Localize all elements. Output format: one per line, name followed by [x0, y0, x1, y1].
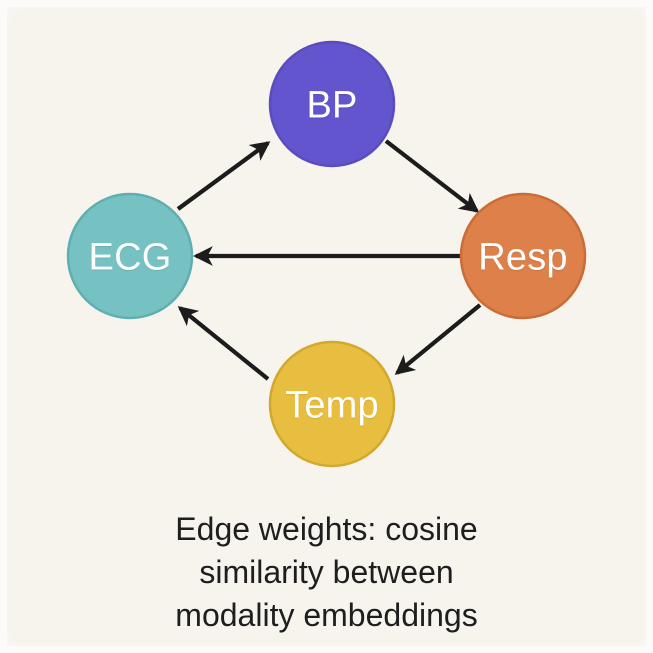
edge-layer	[176, 139, 482, 381]
node-layer	[66, 40, 587, 468]
node-label-resp: Resp	[478, 236, 568, 279]
node-label-ecg: ECG	[88, 236, 172, 279]
node-resp[interactable]	[459, 192, 587, 320]
edge-ecg-to-bp	[176, 141, 271, 211]
node-label-bp: BP	[306, 84, 358, 127]
edge-temp-to-ecg	[177, 306, 270, 381]
caption-line-3: modality embeddings	[175, 597, 478, 633]
edge-resp-to-temp	[394, 303, 482, 375]
node-bp[interactable]	[268, 40, 396, 168]
caption: Edge weights: cosine similarity between …	[0, 508, 653, 637]
node-label-temp: Temp	[285, 384, 379, 427]
caption-line-2: similarity between	[199, 554, 454, 590]
caption-line-1: Edge weights: cosine	[175, 511, 478, 547]
node-temp[interactable]	[268, 340, 396, 468]
edge-bp-to-resp	[384, 139, 480, 213]
node-ecg[interactable]	[66, 192, 194, 320]
